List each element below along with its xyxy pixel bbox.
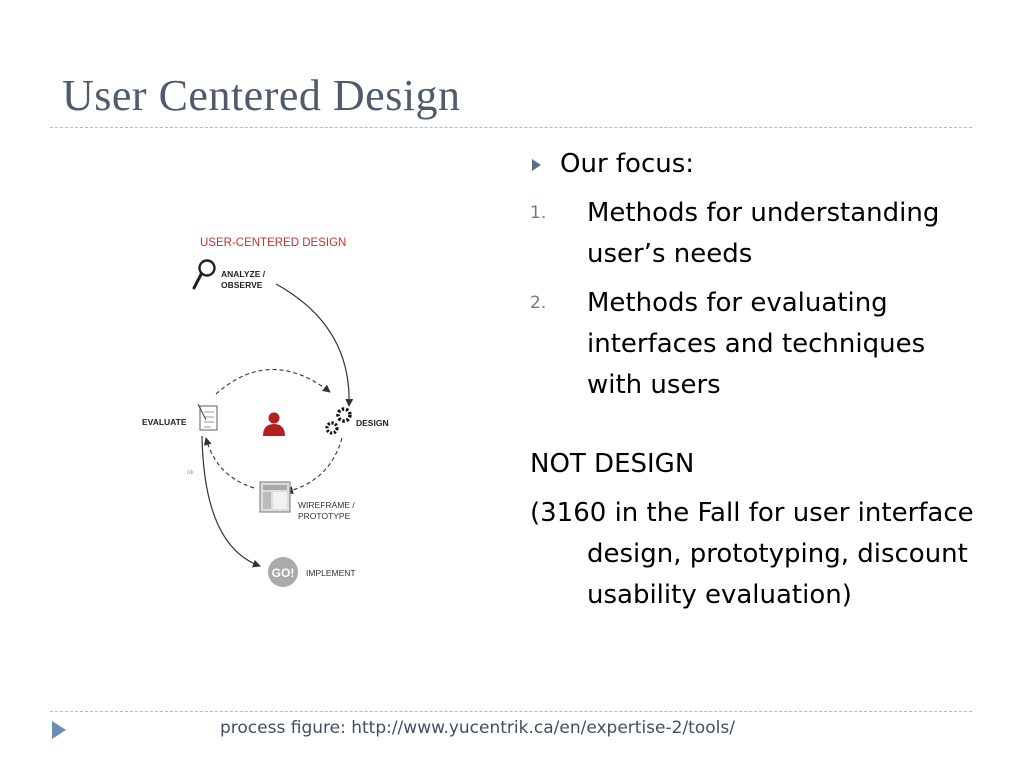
arrow-wireframe-to-evaluate	[203, 437, 255, 489]
list-item-number: 2.	[530, 293, 547, 313]
design-label: DESIGN	[356, 418, 389, 428]
figure-credit: process figure: http://www.yucentrik.ca/…	[220, 718, 735, 738]
analyze-label-line1: ANALYZE /	[221, 269, 266, 279]
user-icon	[263, 412, 285, 436]
go-label: GO!	[272, 566, 295, 580]
analyze-label-line2: OBSERVE	[221, 280, 263, 290]
bullet-arrow-icon	[532, 159, 541, 171]
implement-label: IMPLEMENT	[306, 568, 356, 578]
list-item: 1. Methods for understanding user’s need…	[530, 193, 980, 275]
focus-list: 1. Methods for understanding user’s need…	[530, 193, 980, 406]
arrow-evaluate-to-implement	[201, 435, 261, 568]
arrow-design-to-wireframe	[285, 437, 343, 495]
content-column: Our focus: 1. Methods for understanding …	[530, 144, 980, 616]
ok-label: ok	[187, 469, 195, 476]
gears-icon	[325, 407, 352, 435]
focus-bullet: Our focus:	[530, 144, 980, 185]
footer-divider	[50, 711, 972, 712]
list-item: 2. Methods for evaluating interfaces and…	[530, 283, 980, 406]
wireframe-label-line2: PROTOTYPE	[298, 511, 351, 521]
slide-title: User Centered Design	[62, 71, 461, 120]
course-note: (3160 in the Fall for user interface des…	[530, 498, 974, 610]
focus-bullet-text: Our focus:	[560, 149, 695, 179]
evaluate-label: EVALUATE	[142, 417, 187, 427]
checklist-icon	[197, 403, 218, 431]
magnifier-icon	[192, 259, 216, 290]
wireframe-label-line1: WIREFRAME /	[298, 500, 355, 510]
go-circle-icon	[268, 557, 298, 587]
footer-arrow-icon	[52, 721, 66, 739]
list-item-number: 1.	[530, 203, 547, 223]
figure-heading: USER-CENTERED DESIGN	[200, 237, 346, 249]
arrow-analyze-to-design	[275, 283, 354, 407]
title-divider	[50, 127, 972, 128]
list-item-text: Methods for evaluating interfaces and te…	[587, 288, 926, 400]
list-item-text: Methods for understanding user’s needs	[587, 198, 940, 269]
wireframe-icon	[259, 481, 291, 513]
arrow-evaluate-to-design	[215, 368, 331, 395]
not-design-text: NOT DESIGN	[530, 449, 695, 479]
ucd-process-figure: USER-CENTERED DESIGN ANALYZE / OBSERVE E…	[120, 226, 420, 596]
